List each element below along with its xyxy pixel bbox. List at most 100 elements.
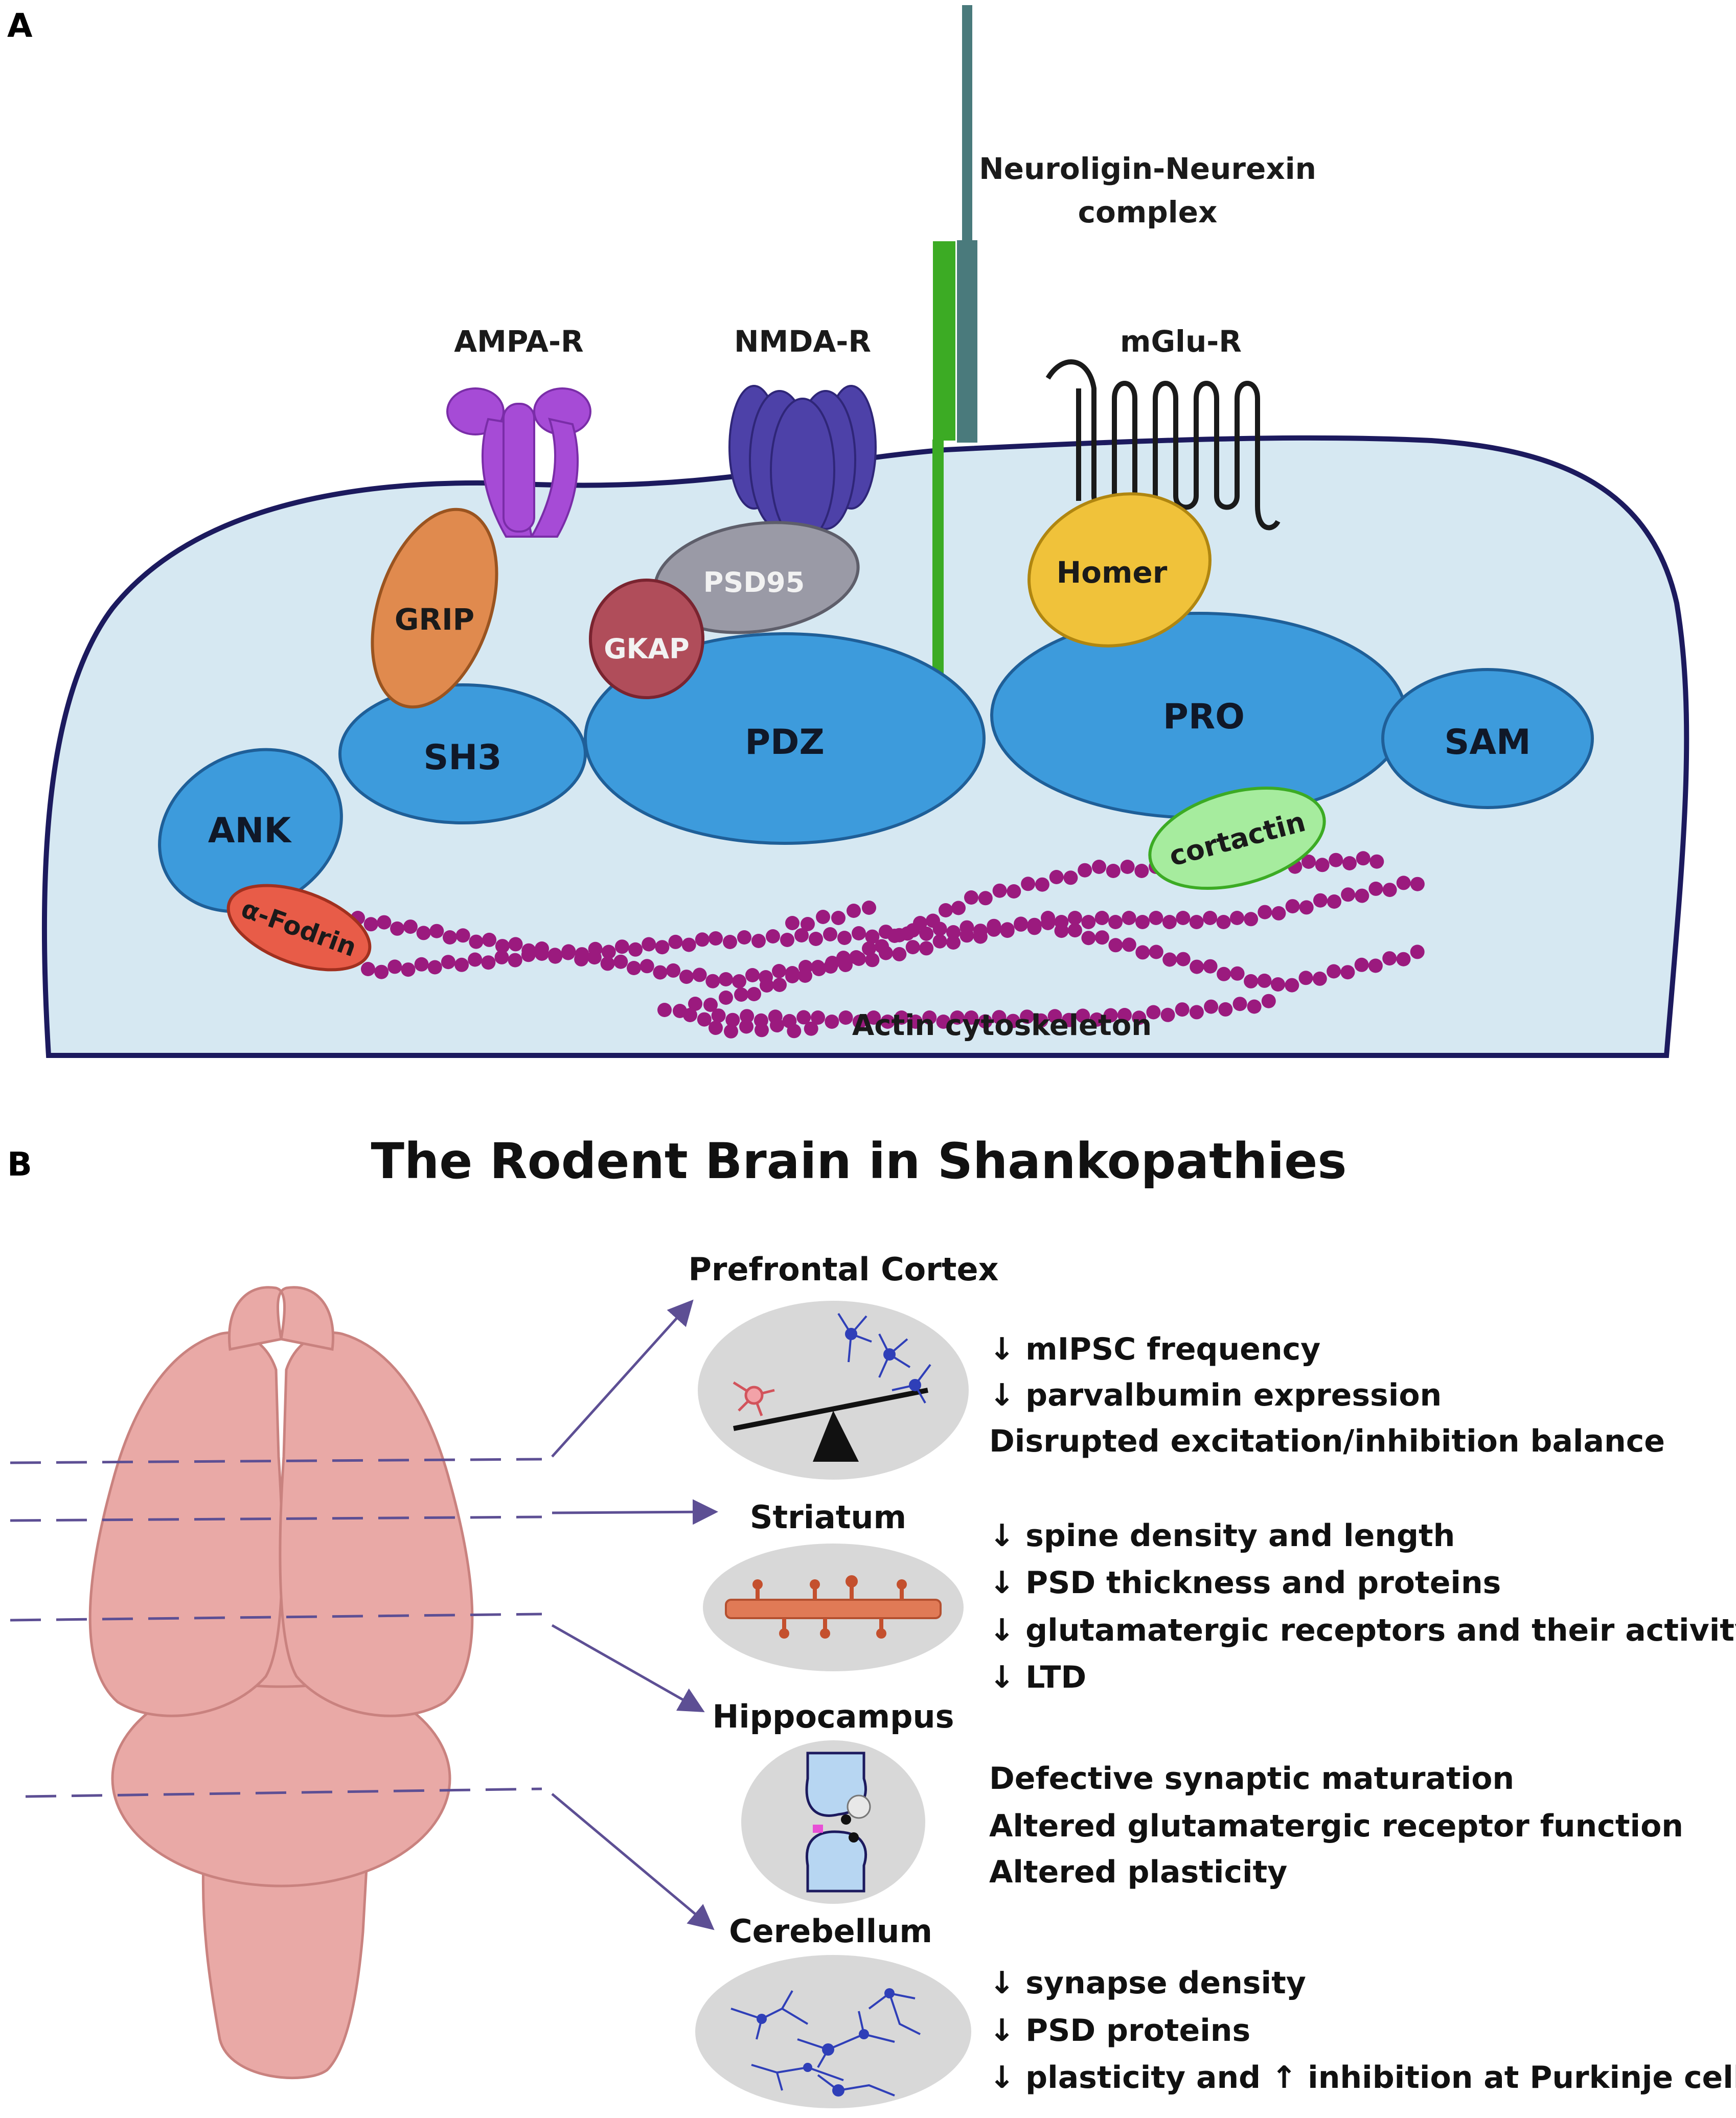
sam-label: SAM <box>1444 722 1531 763</box>
actin-bead <box>719 972 733 986</box>
actin-bead <box>1285 899 1300 914</box>
actin-bead <box>1149 911 1163 925</box>
actin-bead <box>455 928 470 943</box>
actin-bead <box>1078 863 1092 878</box>
actin-bead <box>1217 966 1231 981</box>
actin-bead <box>709 1021 723 1035</box>
actin-bead <box>1189 1005 1204 1020</box>
actin-bead <box>946 935 961 950</box>
actin-bead <box>1368 958 1383 973</box>
actin-bead <box>836 951 851 965</box>
actin-bead <box>1108 915 1123 929</box>
actin-bead <box>1354 957 1369 972</box>
finding-text: ↓ plasticity and ↑ inhibition at Purkinj… <box>989 2060 1736 2096</box>
actin-bead <box>468 952 483 967</box>
actin-bead <box>862 941 876 956</box>
actin-bead <box>390 921 405 936</box>
actin-bead <box>443 930 457 945</box>
psd95-label: PSD95 <box>703 566 805 598</box>
actin-bead <box>1340 965 1355 980</box>
actin-bead <box>913 916 927 930</box>
actin-bead <box>1135 945 1150 960</box>
actin-bead <box>1067 923 1082 938</box>
sh3-label: SH3 <box>423 738 501 778</box>
actin-bead <box>1204 999 1219 1014</box>
actin-bead <box>724 1024 738 1039</box>
actin-bead <box>1190 959 1204 974</box>
finding-text: ↓ spine density and length <box>989 1518 1455 1554</box>
actin-bead <box>987 918 1001 933</box>
actin-bead <box>561 944 576 959</box>
region-arrows <box>551 1299 718 1930</box>
actin-bead <box>1103 1008 1118 1023</box>
rodent-brain-illustration <box>88 1286 474 2079</box>
actin-bead <box>1122 911 1136 925</box>
actin-bead <box>1329 853 1343 867</box>
actin-bead <box>1396 876 1411 890</box>
actin-bead <box>377 915 392 930</box>
actin-bead <box>1261 994 1276 1008</box>
actin-bead <box>441 955 455 970</box>
actin-bead <box>932 934 947 949</box>
actin-bead <box>627 961 641 975</box>
actin-bead <box>1094 930 1109 945</box>
neuroligin-stem <box>932 440 944 705</box>
actin-bead <box>978 1014 993 1029</box>
actin-bead <box>824 959 838 974</box>
findings-hippocampus: Defective synaptic maturation Altered gl… <box>989 1761 1683 1890</box>
actin-bead <box>926 913 940 928</box>
actin-bead <box>1382 883 1397 897</box>
actin-bead <box>852 1015 867 1029</box>
actin-bead <box>936 1015 951 1029</box>
actin-bead <box>852 926 866 940</box>
actin-bead <box>1189 915 1204 929</box>
actin-bead <box>481 955 496 970</box>
actin-bead <box>1061 1012 1076 1027</box>
actin-bead <box>992 883 1007 898</box>
homer-protein <box>1027 492 1212 648</box>
actin-bead <box>831 911 846 925</box>
arrow-cerebellum <box>551 1793 715 1930</box>
brain-slice-lines <box>10 1458 542 1798</box>
actin-bead <box>1063 870 1078 885</box>
neuroligin-neurexin-label-2: complex <box>1078 195 1218 229</box>
actin-bead <box>1047 1009 1062 1024</box>
actin-bead <box>1356 851 1370 866</box>
actin-bead <box>1089 1012 1104 1027</box>
actin-bead <box>919 926 934 941</box>
actin-bead <box>1368 881 1383 896</box>
finding-text: ↓ PSD thickness and proteins <box>989 1565 1501 1601</box>
actin-bead <box>1257 973 1272 988</box>
mglu-receptor-label: mGlu-R <box>1120 324 1242 359</box>
actin-bead <box>723 935 737 949</box>
actin-bead <box>838 1010 853 1025</box>
brainstem <box>201 1838 370 2079</box>
actin-bead <box>816 910 830 924</box>
arrow-hippocampus <box>551 1624 705 1712</box>
actin-bead <box>1108 938 1123 953</box>
actin-bead <box>939 903 953 917</box>
actin-bead <box>737 930 751 945</box>
actin-bead <box>1014 917 1029 932</box>
actin-bead <box>642 937 656 952</box>
actin-bead <box>1000 922 1015 937</box>
actin-bead <box>1285 978 1299 993</box>
actin-bead <box>740 1009 755 1024</box>
actin-bead <box>1049 870 1064 884</box>
actin-bead <box>535 947 549 961</box>
actin-bead <box>780 933 794 947</box>
actin-bead <box>454 957 469 972</box>
arrow-prefrontal <box>551 1299 694 1458</box>
alpha-fodrin-protein <box>226 884 372 972</box>
actin-bead <box>697 1012 712 1027</box>
striatum-bubble <box>703 1544 964 1671</box>
actin-bead <box>703 998 718 1012</box>
actin-bead <box>575 947 589 962</box>
actin-bead <box>950 1010 965 1025</box>
ampa-receptor <box>446 387 591 538</box>
actin-bead <box>1076 1008 1090 1023</box>
findings-prefrontal: ↓ mIPSC frequency ↓ parvalbumin expressi… <box>989 1331 1665 1459</box>
actin-bead <box>1134 864 1149 878</box>
actin-bead <box>978 891 993 906</box>
